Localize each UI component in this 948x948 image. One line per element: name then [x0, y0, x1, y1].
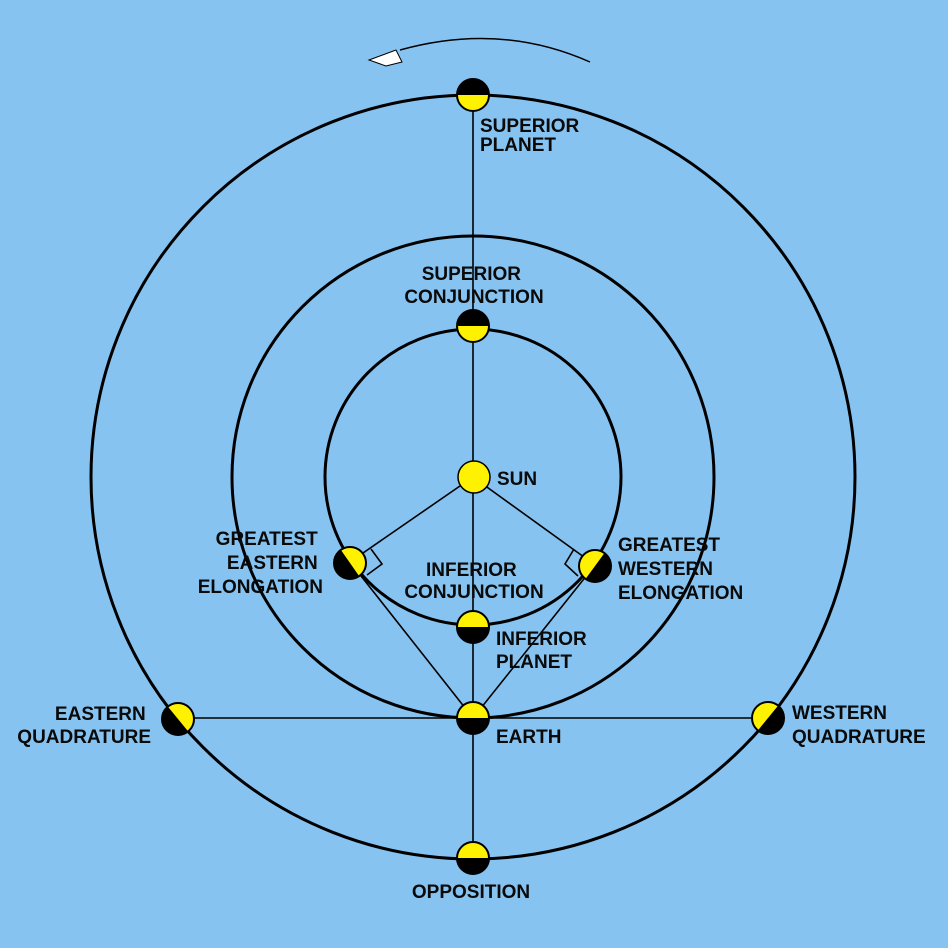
eastern-quadrature-label: EASTERN QUADRATURE — [17, 704, 151, 748]
earth-label: EARTH — [496, 727, 561, 748]
inferior-planet-label: INFERIOR PLANET — [496, 629, 592, 673]
rotation-direction-arrow — [367, 37, 591, 67]
superior-planet-label: SUPERIOR PLANET — [480, 116, 585, 156]
western-quadrature-body — [751, 701, 785, 735]
superior-planet-body — [456, 78, 490, 112]
sun-to-western-elongation-line — [472, 476, 596, 566]
greatest-eastern-elongation-body — [333, 546, 367, 580]
labels: SUPERIOR PLANET SUPERIOR CONJUNCTION SUN… — [17, 116, 925, 903]
planet-bodies — [161, 78, 785, 875]
greatest-eastern-elongation-label: GREATEST EASTERN ELONGATION — [198, 529, 323, 598]
earth-to-eastern-elongation-line — [349, 561, 474, 719]
earth-to-western-elongation-line — [472, 564, 596, 719]
greatest-western-elongation-body — [578, 549, 612, 583]
superior-conjunction-body — [456, 309, 490, 343]
sun-to-eastern-elongation-line — [349, 476, 474, 563]
opposition-body — [456, 841, 490, 875]
greatest-western-elongation-label: GREATEST WESTERN ELONGATION — [618, 535, 743, 604]
inferior-conjunction-body — [456, 610, 490, 644]
eastern-right-angle-marker — [366, 548, 384, 576]
western-right-angle-marker — [563, 548, 579, 577]
superior-conjunction-label: SUPERIOR CONJUNCTION — [404, 264, 543, 308]
earth-body — [456, 701, 490, 735]
inferior-conjunction-label: INFERIOR CONJUNCTION — [404, 560, 543, 603]
eastern-quadrature-body — [161, 702, 195, 736]
western-quadrature-label: WESTERN QUADRATURE — [792, 703, 926, 748]
opposition-label: OPPOSITION — [412, 882, 530, 903]
sun-label: SUN — [497, 469, 537, 490]
sun — [457, 460, 491, 494]
